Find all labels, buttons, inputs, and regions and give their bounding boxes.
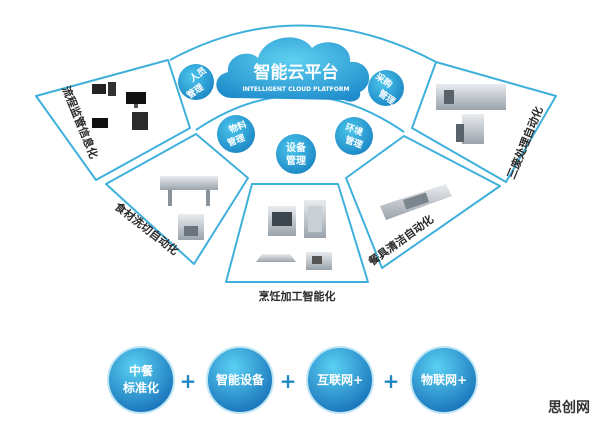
plus-sign-3: + [383, 369, 400, 393]
node-procurement: 采购 管理 [368, 70, 404, 107]
svg-text:互联网+: 互联网+ [317, 373, 363, 387]
bottom-item-internet-plus: 互联网+ [307, 347, 373, 413]
bottom-item-standardization: 中餐 标准化 [108, 347, 174, 413]
label-cooking: 烹饪加工智能化 [259, 289, 336, 303]
node-environment: 环境 管理 [335, 117, 373, 155]
node-personnel: 人员 管理 [178, 64, 214, 101]
cloud-title: 智能云平台 [254, 62, 339, 83]
svg-text:物联网+: 物联网+ [421, 372, 467, 387]
svg-text:管理: 管理 [286, 154, 306, 167]
svg-text:中餐: 中餐 [129, 363, 154, 378]
node-equipment: 设备 管理 [276, 134, 316, 174]
cloud-subtitle: INTELLIGENT CLOUD PLATFORM [243, 86, 350, 93]
bottom-item-smart-devices: 智能设备 [207, 347, 273, 413]
plus-sign-2: + [280, 369, 297, 393]
bottom-item-iot-plus: 物联网+ [411, 347, 477, 413]
svg-text:标准化: 标准化 [122, 380, 159, 395]
watermark-text: 思创网 [548, 399, 590, 416]
plus-sign-1: + [180, 369, 197, 393]
svg-text:智能设备: 智能设备 [215, 372, 265, 387]
cloud-platform: 智能云平台 INTELLIGENT CLOUD PLATFORM [216, 37, 369, 101]
node-material: 物料 管理 [217, 115, 255, 153]
svg-text:设备: 设备 [286, 141, 307, 154]
section-cooking [226, 184, 368, 282]
